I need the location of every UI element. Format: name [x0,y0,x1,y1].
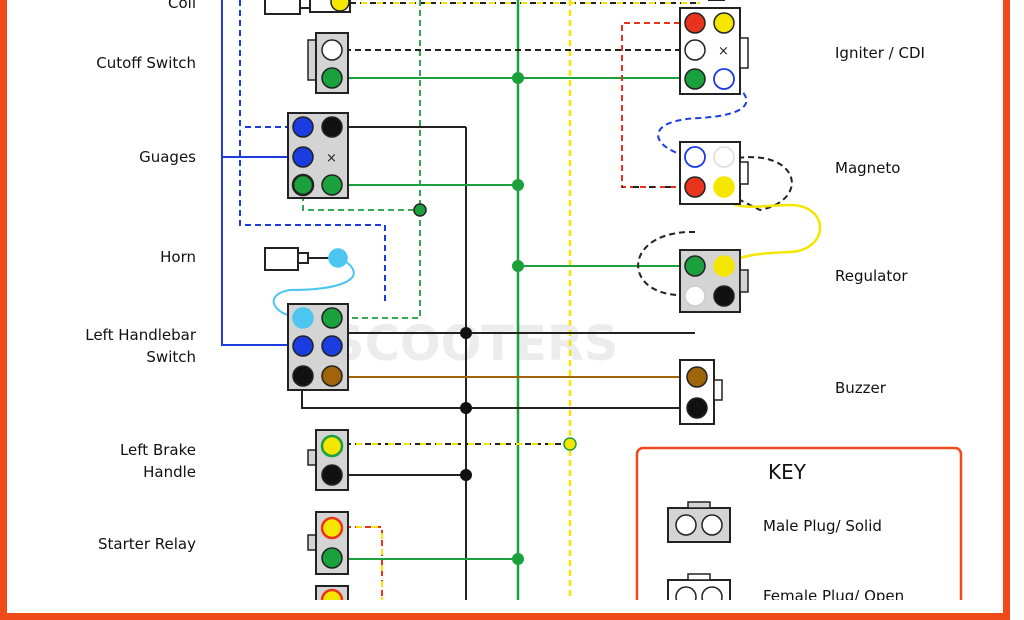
label-igniter-cdi: Igniter / CDI [835,44,925,62]
watermark-text: SCOOTERS [330,316,618,372]
label-horn: Horn [160,248,196,266]
female-plug-icon [667,573,731,600]
label-cutoff-switch: Cutoff Switch [96,54,196,72]
buzzer-connector [679,359,723,425]
label-left-brake-line2: Handle [143,463,196,481]
igniter-cdi-connector: × [679,7,749,95]
horn-connector [264,247,348,271]
label-magneto: Magneto [835,159,901,177]
key-legend: KEY Male Plug/ Solid Female Plug/ Open [635,446,963,600]
wiring-diagram: SCOOTERS [221,0,963,600]
svg-text:×: × [326,151,337,166]
starter-relay-connector [307,511,349,600]
guages-connector: × [287,112,349,199]
label-starter-relay: Starter Relay [97,535,196,553]
left-handlebar-switch-connector [287,303,349,391]
male-plug-icon [667,501,731,543]
key-male-label: Male Plug/ Solid [763,517,882,535]
label-guages: Guages [139,148,196,166]
watermark: SCOOTERS [330,316,618,372]
left-brake-handle-connector [307,429,349,491]
label-regulator: Regulator [835,267,908,285]
label-buzzer: Buzzer [835,379,886,397]
label-coil: Coil [168,0,196,12]
key-female-label: Female Plug/ Open [763,587,904,600]
label-left-handlebar-line2: Switch [146,348,196,366]
regulator-connector [679,249,749,313]
key-title: KEY [768,460,807,484]
coil-connector [264,0,351,15]
cutoff-switch-connector [307,32,349,94]
svg-text:×: × [718,44,729,59]
label-left-handlebar-line1: Left Handlebar [85,326,196,344]
label-left-handlebar-switch: Left Handlebar Switch [85,324,196,368]
label-left-brake-handle: Left Brake Handle [120,439,196,483]
label-left-brake-line1: Left Brake [119,441,196,459]
magneto-connector [679,141,749,205]
junction-dots [413,72,577,565]
